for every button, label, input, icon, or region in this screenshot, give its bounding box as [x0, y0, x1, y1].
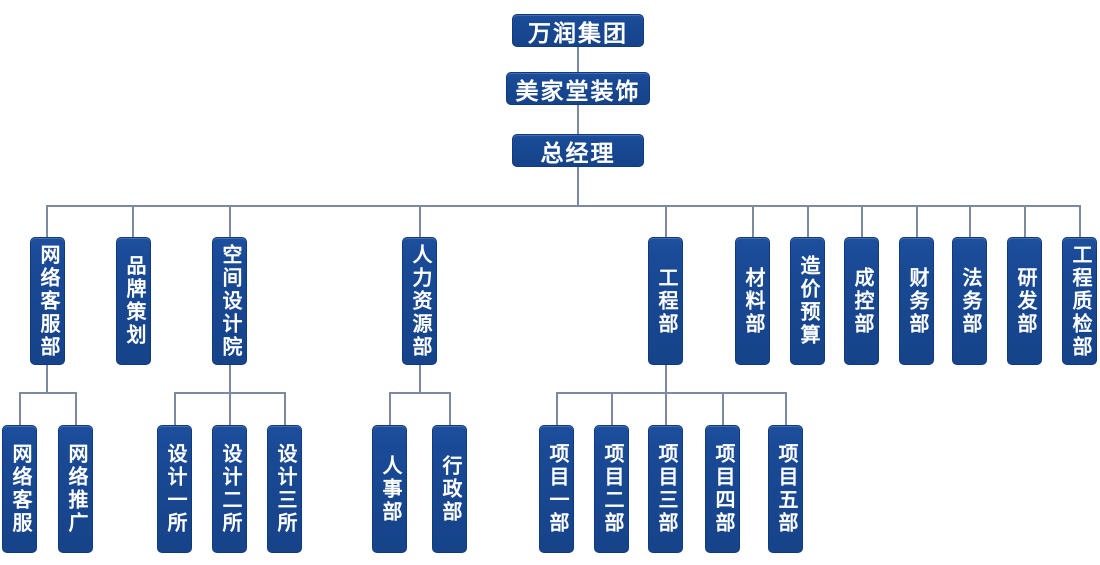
sub-network-customer-service: 网络客服: [2, 425, 37, 553]
connector-branch-design: [174, 365, 286, 425]
sub-design-office-1: 设计一所: [157, 425, 192, 553]
node-general-manager: 总经理: [512, 134, 644, 167]
connector-dept-drops: [132, 206, 1026, 237]
connector-branch-hr: [389, 365, 451, 425]
sub-project-dept-1: 项目一部: [539, 425, 574, 553]
dept-materials: 材料部: [735, 237, 770, 365]
dept-space-design-institute: 空间设计院: [212, 237, 247, 365]
node-group-company: 万润集团: [512, 14, 644, 47]
dept-network-customer-service: 网络客服部: [30, 237, 65, 365]
dept-research-development: 研发部: [1007, 237, 1042, 365]
sub-design-office-3: 设计三所: [267, 425, 302, 553]
dept-legal: 法务部: [952, 237, 987, 365]
dept-quality-inspection: 工程质检部: [1062, 237, 1097, 365]
dept-engineering: 工程部: [648, 237, 683, 365]
sub-project-dept-3: 项目三部: [648, 425, 683, 553]
dept-brand-planning: 品牌策划: [116, 237, 151, 365]
dept-cost-control: 成控部: [844, 237, 879, 365]
sub-design-office-2: 设计二所: [212, 425, 247, 553]
connector-main-rail: [46, 205, 1081, 237]
sub-project-dept-4: 项目四部: [705, 425, 740, 553]
sub-administration: 行政部: [432, 425, 467, 553]
sub-project-dept-2: 项目二部: [594, 425, 629, 553]
connector-branch-network: [19, 365, 77, 425]
sub-project-dept-5: 项目五部: [768, 425, 803, 553]
dept-cost-budget: 造价预算: [790, 237, 825, 365]
sub-network-promotion: 网络推广: [58, 425, 93, 553]
connector-branch-engineering: [556, 365, 787, 425]
node-subsidiary-company: 美家堂装饰: [506, 72, 650, 105]
dept-human-resources: 人力资源部: [402, 237, 437, 365]
dept-finance: 财务部: [899, 237, 934, 365]
sub-personnel: 人事部: [372, 425, 407, 553]
